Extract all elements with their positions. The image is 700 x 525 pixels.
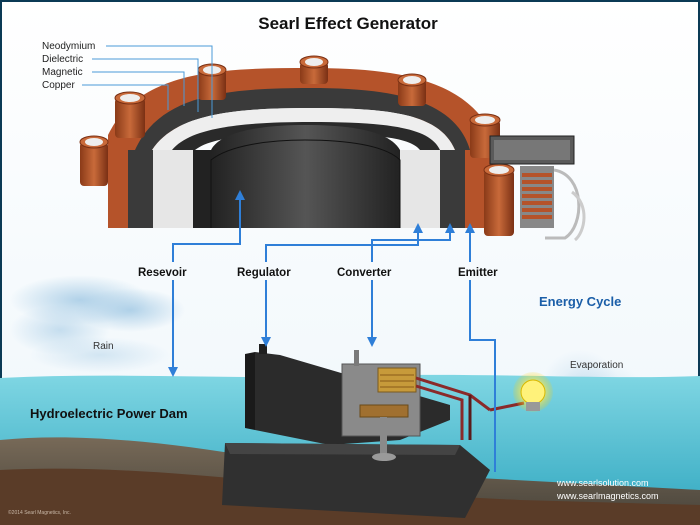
layer-label-dielectric: Dielectric — [42, 54, 83, 65]
flow-arrows — [168, 190, 496, 472]
power-house — [341, 350, 525, 461]
roller-left-2 — [114, 91, 146, 138]
copyright: ©2014 Searl Magnetics, Inc. — [8, 509, 71, 516]
label-emitter: Emitter — [458, 267, 498, 279]
arrow-regulator-up — [265, 223, 423, 262]
layer-label-neodymium: Neodymium — [42, 41, 95, 52]
roller-top-3 — [397, 73, 427, 106]
arrow-converter-up — [371, 223, 455, 262]
layer-label-magnetic: Magnetic — [42, 67, 83, 78]
rain-label: Rain — [93, 341, 114, 352]
energy-cycle-label: Energy Cycle — [539, 294, 621, 309]
layer-leaders — [82, 45, 213, 118]
roller-left-1 — [79, 135, 109, 186]
label-regulator: Regulator — [237, 267, 291, 279]
title: Searl Effect Generator — [258, 14, 438, 33]
layer-label-copper: Copper — [42, 80, 75, 91]
searl-generator — [79, 55, 586, 242]
label-converter: Converter — [337, 267, 392, 279]
website-1: www.searlsolution.com — [556, 478, 649, 488]
evaporation-label: Evaporation — [570, 360, 623, 371]
coil-unit — [489, 135, 586, 242]
label-reservoir: Resevoir — [138, 267, 187, 279]
arrow-emitter-line — [469, 280, 496, 472]
rain-cloud — [10, 275, 185, 373]
website-2: www.searlmagnetics.com — [556, 491, 659, 501]
arrow-reservoir-up — [172, 190, 245, 262]
roller-right-2 — [483, 163, 515, 236]
roller-top-2 — [299, 55, 329, 84]
dam-label: Hydroelectric Power Dam — [30, 406, 188, 421]
light-bulb-icon — [513, 372, 553, 412]
